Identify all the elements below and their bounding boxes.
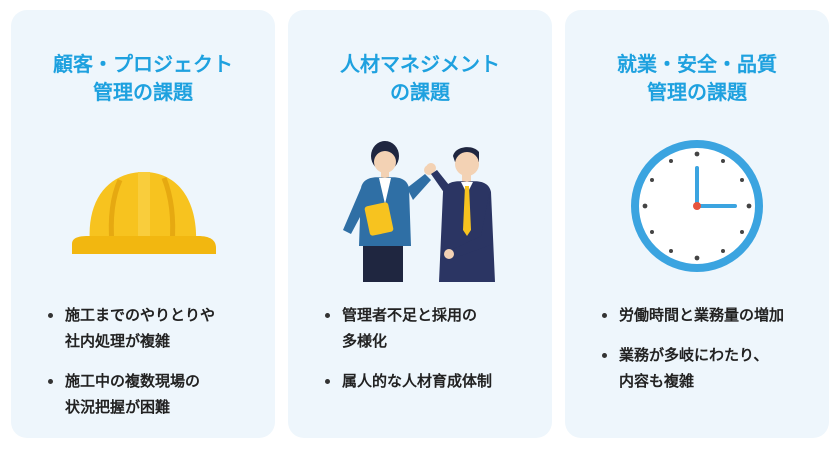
card-title: 顧客・プロジェクト 管理の課題	[11, 50, 275, 106]
list-item-line: 多様化	[342, 332, 388, 350]
card-title-line: の課題	[390, 80, 450, 104]
list-item: 施工中の複数現場の 状況把握が困難	[45, 368, 261, 420]
list-item-line: 労働時間と業務量の増加	[619, 306, 785, 324]
list-item: 施工までのやりとりや 社内処理が複雑	[45, 302, 261, 354]
card-title-line: 顧客・プロジェクト	[53, 52, 233, 76]
card-customer-project: 顧客・プロジェクト 管理の課題 施工までのやりとりや 社内処理が複雑 施工中の複…	[11, 10, 275, 438]
list-item-line: 施工中の複数現場の	[65, 372, 201, 390]
list-item-line: 業務が多岐にわたり、	[619, 346, 769, 364]
card-title-line: 管理の課題	[647, 80, 747, 104]
issue-list: 施工までのやりとりや 社内処理が複雑 施工中の複数現場の 状況把握が困難	[45, 302, 261, 434]
list-item-line: 社内処理が複雑	[65, 332, 171, 350]
clock-icon	[565, 132, 829, 292]
business-people-icon	[288, 132, 552, 292]
card-title-line: 人材マネジメント	[340, 52, 500, 76]
card-title: 就業・安全・品質 管理の課題	[565, 50, 829, 106]
list-item: 管理者不足と採用の 多様化	[322, 302, 538, 354]
list-item-line: 内容も複雑	[619, 372, 695, 390]
card-title: 人材マネジメント の課題	[288, 50, 552, 106]
card-work-safety-quality: 就業・安全・品質 管理の課題 労働時間と業務量の増	[565, 10, 829, 438]
card-title-line: 管理の課題	[93, 80, 193, 104]
list-item: 業務が多岐にわたり、 内容も複雑	[599, 342, 815, 394]
list-item-line: 管理者不足と採用の	[342, 306, 478, 324]
issue-list: 労働時間と業務量の増加 業務が多岐にわたり、 内容も複雑	[599, 302, 815, 408]
issue-list: 管理者不足と採用の 多様化 属人的な人材育成体制	[322, 302, 538, 408]
list-item: 労働時間と業務量の増加	[599, 302, 815, 328]
hard-hat-icon	[11, 132, 275, 292]
list-item-line: 属人的な人材育成体制	[342, 372, 493, 390]
card-title-line: 就業・安全・品質	[617, 52, 777, 76]
list-item-line: 施工までのやりとりや	[65, 306, 216, 324]
card-hr-management: 人材マネジメント の課題	[288, 10, 552, 438]
list-item: 属人的な人材育成体制	[322, 368, 538, 394]
list-item-line: 状況把握が困難	[65, 398, 171, 416]
